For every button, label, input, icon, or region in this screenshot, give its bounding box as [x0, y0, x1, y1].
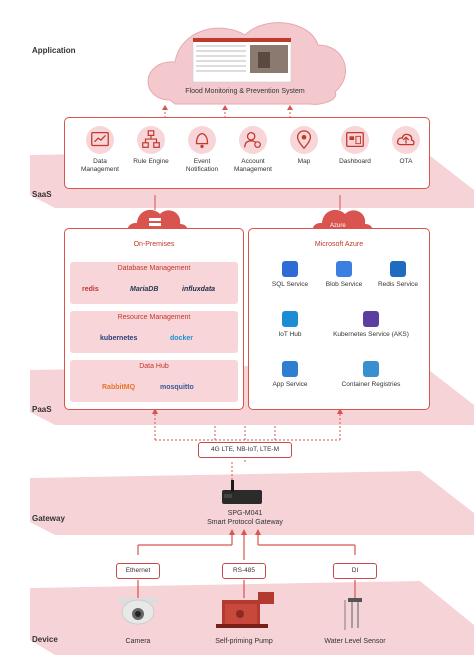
saas-module: OTA — [381, 126, 431, 166]
saas-module-label: Map — [297, 158, 311, 165]
azure-service-label: SQL Service — [271, 281, 309, 288]
aks-icon — [363, 311, 379, 327]
sql-icon — [282, 261, 298, 277]
iot-hub-icon — [282, 311, 298, 327]
resource-management-box: Resource Management kubernetes docker — [70, 311, 238, 353]
network-label: 4G LTE, NB-IoT, LTE-M — [198, 442, 292, 458]
device-water-level-sensor: Water Level Sensor — [324, 638, 386, 645]
dashboard-icon — [341, 126, 369, 154]
saas-module-label: Event Notification — [185, 158, 219, 173]
azure-service: Redis Service — [373, 261, 423, 289]
gateway-model: SPG-M041 — [227, 510, 263, 517]
azure-service-label: Container Registries — [341, 381, 401, 388]
camera-icon — [118, 598, 158, 625]
layer-label-gateway: Gateway — [32, 514, 65, 523]
device-pump: Self-priming Pump — [215, 638, 273, 645]
azure-service: Container Registries — [329, 361, 413, 389]
interface-rs485: RS-485 — [222, 563, 266, 579]
saas-module-label: Dashboard — [339, 158, 371, 165]
azure-service: Kubernetes Service (AKS) — [319, 311, 423, 339]
saas-module-label: Rule Engine — [133, 158, 169, 165]
resource-management-title: Resource Management — [117, 314, 191, 321]
db-management-title: Database Management — [117, 265, 191, 272]
azure-box: Microsoft Azure SQL Service Blob Service R… — [248, 228, 430, 410]
app-title: Flood Monitoring & Prevention System — [185, 88, 305, 95]
saas-module-label: OTA — [399, 158, 413, 165]
interface-di: DI — [333, 563, 377, 579]
azure-service: Blob Service — [319, 261, 369, 289]
saas-module: Event Notification — [177, 126, 227, 174]
layer-label-saas: SaaS — [32, 190, 52, 199]
saas-module: Map — [279, 126, 329, 166]
water-level-sensor-icon — [344, 598, 362, 630]
flowchart-icon — [137, 126, 165, 154]
azure-service-label: IoT Hub — [278, 331, 302, 338]
rabbitmq-logo: RabbitMQ — [102, 384, 136, 391]
docker-logo: docker — [170, 335, 193, 342]
mosquitto-logo: mosquitto — [160, 384, 194, 391]
azure-service: IoT Hub — [265, 311, 315, 339]
azure-service: SQL Service — [265, 261, 315, 289]
kubernetes-logo: kubernetes — [100, 335, 138, 342]
azure-badge: Azure — [330, 223, 346, 229]
azure-service-label: Blob Service — [325, 281, 363, 288]
saas-module: Rule Engine — [126, 126, 176, 166]
influxdata-logo: influxdata — [182, 286, 216, 293]
saas-box: Data Management Rule Engine Event Notifica… — [64, 117, 430, 189]
azure-service-label: Kubernetes Service (AKS) — [333, 331, 409, 338]
layer-label-application: Application — [32, 46, 76, 55]
gateway-name: Smart Protocol Gateway — [207, 519, 283, 526]
redis-logo: redis — [82, 286, 99, 293]
pump-icon — [216, 592, 274, 628]
saas-module-label: Account Management — [234, 158, 272, 173]
gateway-device — [222, 490, 262, 504]
container-registry-icon — [363, 361, 379, 377]
saas-module: Dashboard — [330, 126, 380, 166]
chart-icon — [86, 126, 114, 154]
azure-service: App Service — [265, 361, 315, 389]
azure-service-label: App Service — [272, 381, 308, 388]
layer-label-device: Device — [32, 635, 58, 644]
data-hub-box: Data Hub RabbitMQ mosquitto — [70, 360, 238, 402]
onprem-box: On-Premises Database Management redis Ma… — [64, 228, 244, 410]
user-gear-icon — [239, 126, 267, 154]
data-hub-title: Data Hub — [139, 363, 169, 370]
saas-module: Data Management — [75, 126, 125, 174]
saas-module: Account Management — [228, 126, 278, 174]
azure-title: Microsoft Azure — [314, 241, 364, 248]
onprem-title: On-Premises — [133, 241, 175, 248]
redis-cubes-icon — [390, 261, 406, 277]
device-camera: Camera — [125, 638, 151, 645]
cloud-upload-icon — [392, 126, 420, 154]
interface-ethernet: Ethernet — [116, 563, 160, 579]
blob-icon — [336, 261, 352, 277]
mariadb-logo: MariaDB — [130, 286, 159, 293]
saas-module-label: Data Management — [81, 158, 119, 173]
layer-label-paas: PaaS — [32, 405, 52, 414]
bell-icon — [188, 126, 216, 154]
db-management-box: Database Management redis MariaDB influx… — [70, 262, 238, 304]
map-pin-icon — [290, 126, 318, 154]
azure-service-label: Redis Service — [377, 281, 419, 288]
app-service-icon — [282, 361, 298, 377]
